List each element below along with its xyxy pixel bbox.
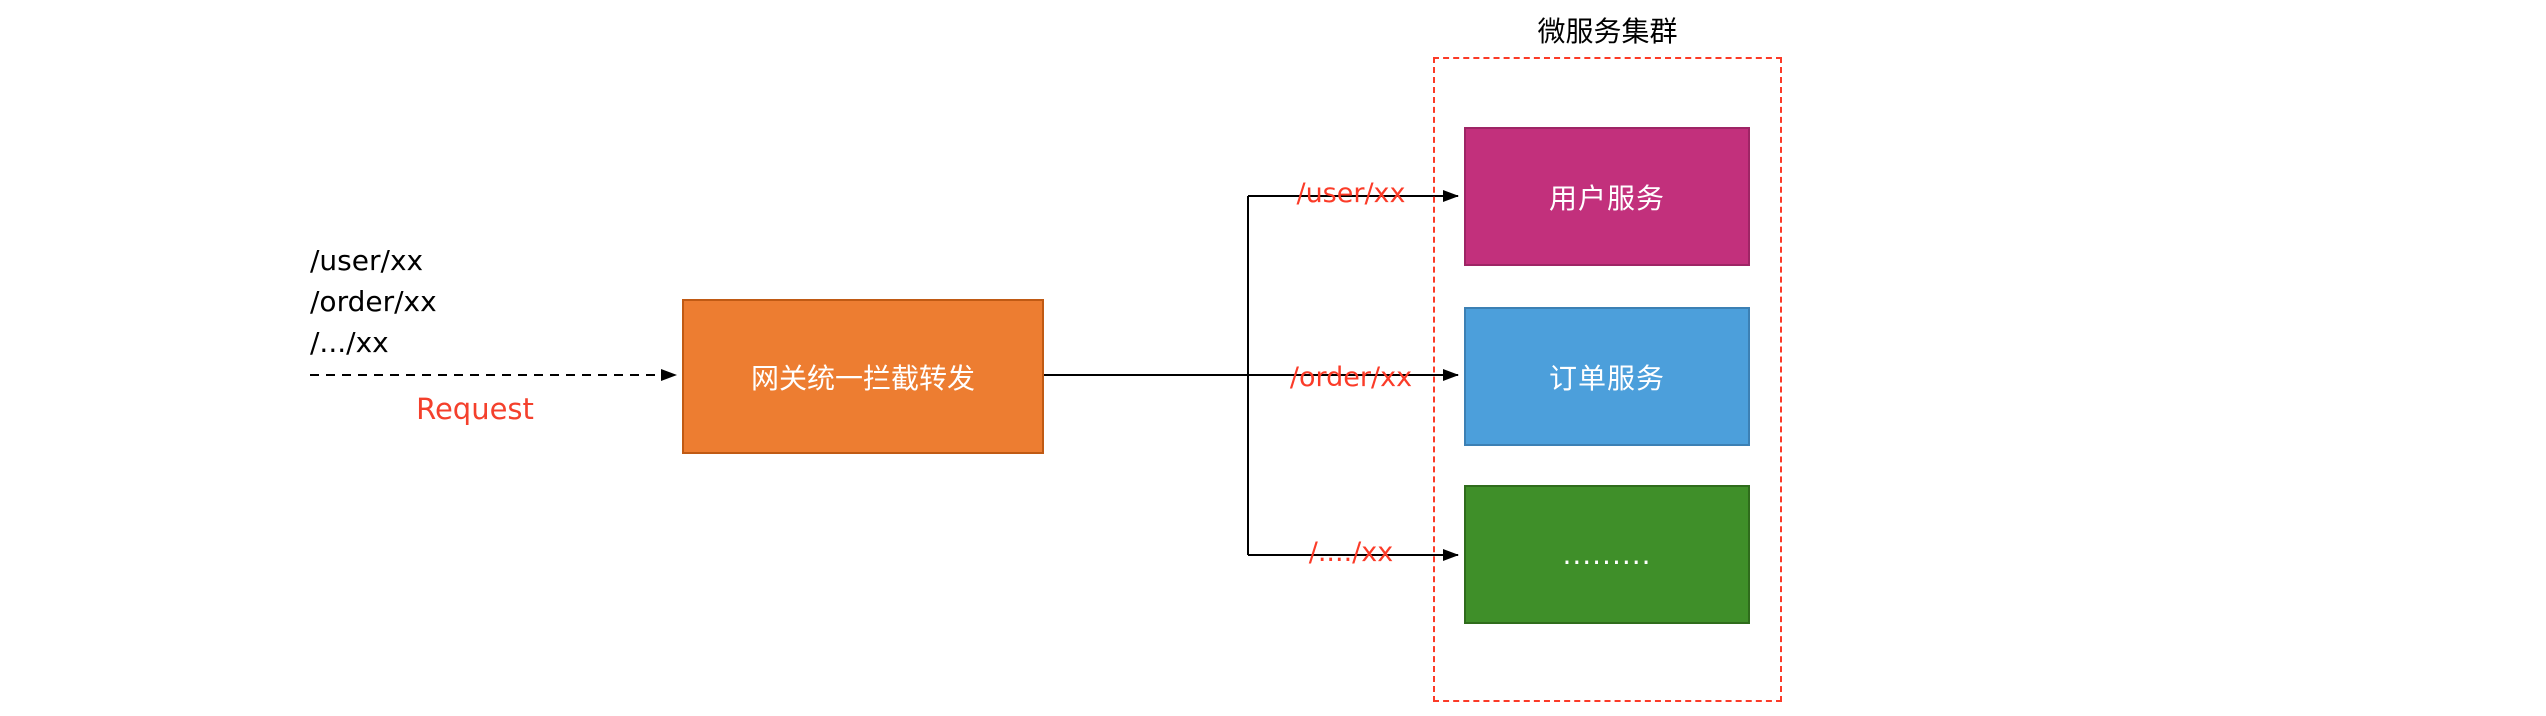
route-label-order: /order/xx [1289, 362, 1413, 393]
service-node-order: 订单服务 [1464, 307, 1750, 446]
route-label-other: /..../xx [1308, 537, 1394, 568]
route-label-user: /user/xx [1296, 178, 1406, 209]
cluster-title: 微服务集群 [1537, 15, 1678, 48]
request-label: Request [416, 392, 534, 426]
incoming-paths-text: /user/xx /order/xx /.../xx [310, 244, 437, 359]
service-label-other: ......... [1562, 538, 1652, 571]
service-node-other: ......... [1464, 485, 1750, 624]
service-node-user: 用户服务 [1464, 127, 1750, 266]
service-label-order: 订单服务 [1548, 361, 1665, 395]
cluster-boundary [1433, 57, 1782, 702]
gateway-node: 网关统一拦截转发 [682, 299, 1044, 454]
service-label-user: 用户服务 [1548, 181, 1665, 215]
gateway-label: 网关统一拦截转发 [750, 361, 975, 395]
